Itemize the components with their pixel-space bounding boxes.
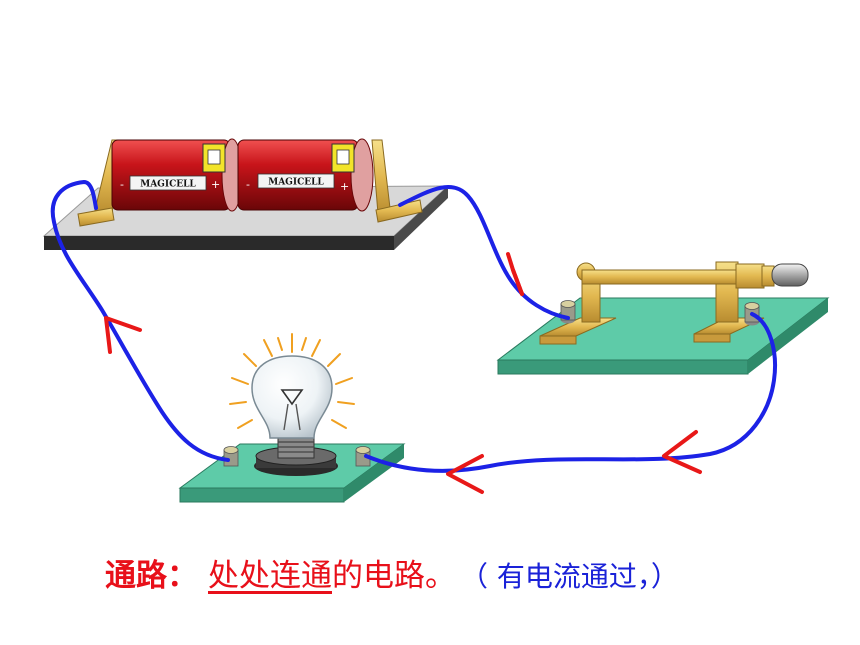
battery-label: MAGICELL — [268, 178, 324, 188]
terminal-screw-icon — [223, 446, 239, 467]
battery-cell-1: MAGICELL - + — [111, 138, 243, 212]
wire-battery-to-switch — [398, 185, 570, 320]
circuit-wire — [50, 179, 777, 473]
current-direction-arrow-icon — [662, 430, 702, 474]
key-phrase: 处处连通 — [208, 558, 332, 594]
battery-cell-2: MAGICELL - + — [237, 138, 374, 212]
svg-text:+: + — [340, 180, 349, 193]
lamp-board — [178, 437, 406, 503]
svg-text:-: - — [120, 178, 124, 191]
svg-text:+: + — [211, 178, 220, 191]
definition-rest: 的电路。 — [332, 558, 456, 594]
wire-switch-to-lamp — [364, 312, 777, 473]
battery-label: MAGICELL — [140, 180, 196, 190]
definition-caption: 通路： 处处连通的电路。 （ 有电流通过，） — [105, 548, 679, 605]
knife-switch — [496, 261, 830, 375]
current-direction-arrow-icon — [506, 252, 524, 296]
svg-text:-: - — [246, 178, 250, 191]
wire-lamp-to-battery — [50, 179, 230, 462]
current-direction-arrow-icon — [104, 316, 142, 354]
terminal-screw-icon — [355, 446, 371, 467]
current-direction-arrow-icon — [446, 454, 484, 494]
terminal-screw-icon — [560, 300, 576, 324]
term-label: 通路： — [105, 558, 198, 594]
light-bulb-icon — [229, 333, 355, 439]
note-text: （ 有电流通过，） — [474, 560, 679, 593]
